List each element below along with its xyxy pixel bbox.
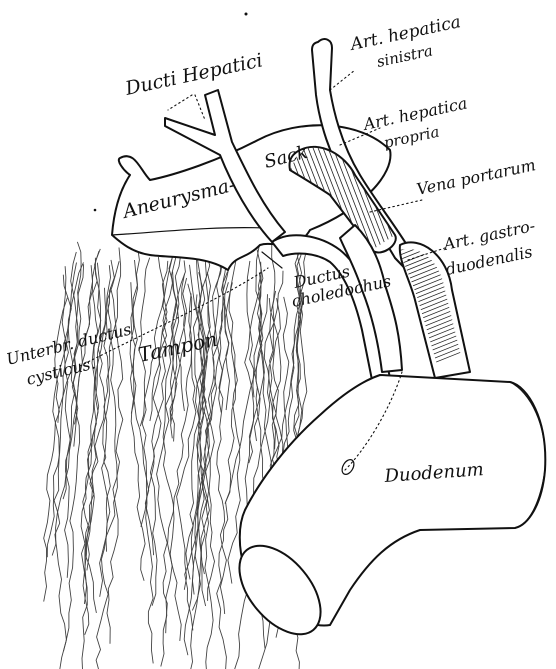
art-gastroduodenalis xyxy=(395,200,470,379)
label-vena-portarum: Vena portarum xyxy=(415,155,537,199)
label-ducti-hepatici: Ducti Hepatici xyxy=(122,49,264,100)
